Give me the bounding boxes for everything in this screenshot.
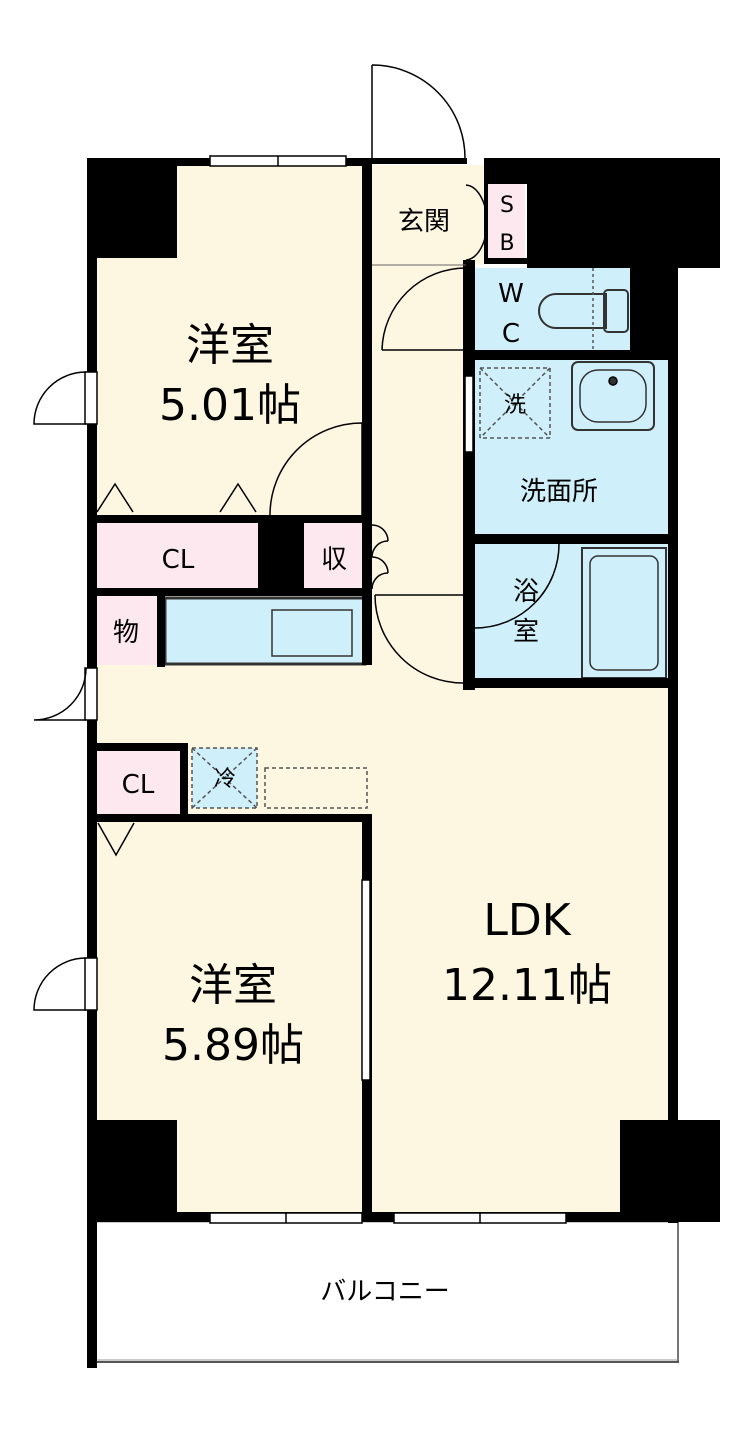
western-room-1-name: 洋室 [186,320,274,371]
storeroom-label: 物 [113,618,139,648]
western-room-1-size: 5.01帖 [159,380,301,431]
washer-space [479,367,551,439]
toilet-label-c: C [502,319,520,349]
toilet-fixture [538,293,607,329]
shoe-box-label-b: B [499,231,514,256]
floor-balcony [95,1222,675,1362]
ldk-name: LDK [483,895,571,946]
windows [84,155,567,1224]
shoe-box-label-s: S [500,193,514,218]
labels: 洋室 5.01帖 洋室 5.89帖 LDK 12.11帖 玄関 S B W C … [113,193,612,1307]
floor-closet-2 [95,750,180,815]
fridge-label: 冷 [214,767,236,792]
door-room-1 [269,422,363,516]
door-toilet [381,267,467,351]
kitchen-sink [271,609,353,657]
floor-closet-1 [95,522,260,588]
floor-shoe-box [487,182,525,260]
washroom-label: 洗面所 [520,477,598,507]
floor-bathroom [472,540,670,682]
wash-basin [571,361,655,431]
entrance-label: 玄関 [398,207,450,237]
door-entrance [371,64,466,159]
balcony-label: バルコニー [320,1277,449,1307]
toilet-label-w: W [498,279,524,309]
western-room-2-name: 洋室 [189,960,277,1011]
door-washroom [374,594,464,684]
door-storage [371,524,389,590]
door-bathroom [474,543,560,629]
bathroom-label-2: 室 [513,617,539,647]
counter-space [264,767,368,809]
doors [33,64,560,1011]
bathroom-label-1: 浴 [513,577,539,607]
door-shoe-box [465,184,488,261]
western-room-2-size: 5.89帖 [162,1020,304,1071]
floor-washroom [470,358,670,536]
closet-2-label: CL [122,770,155,800]
storage-label: 収 [321,545,347,575]
floor-entrance [372,165,484,265]
floors [95,165,675,1362]
ldk-size: 12.11帖 [442,960,612,1011]
floor-storage [303,522,365,588]
washer-label: 洗 [504,393,526,418]
closet-1-label: CL [162,545,195,575]
floor-storeroom [95,595,157,665]
